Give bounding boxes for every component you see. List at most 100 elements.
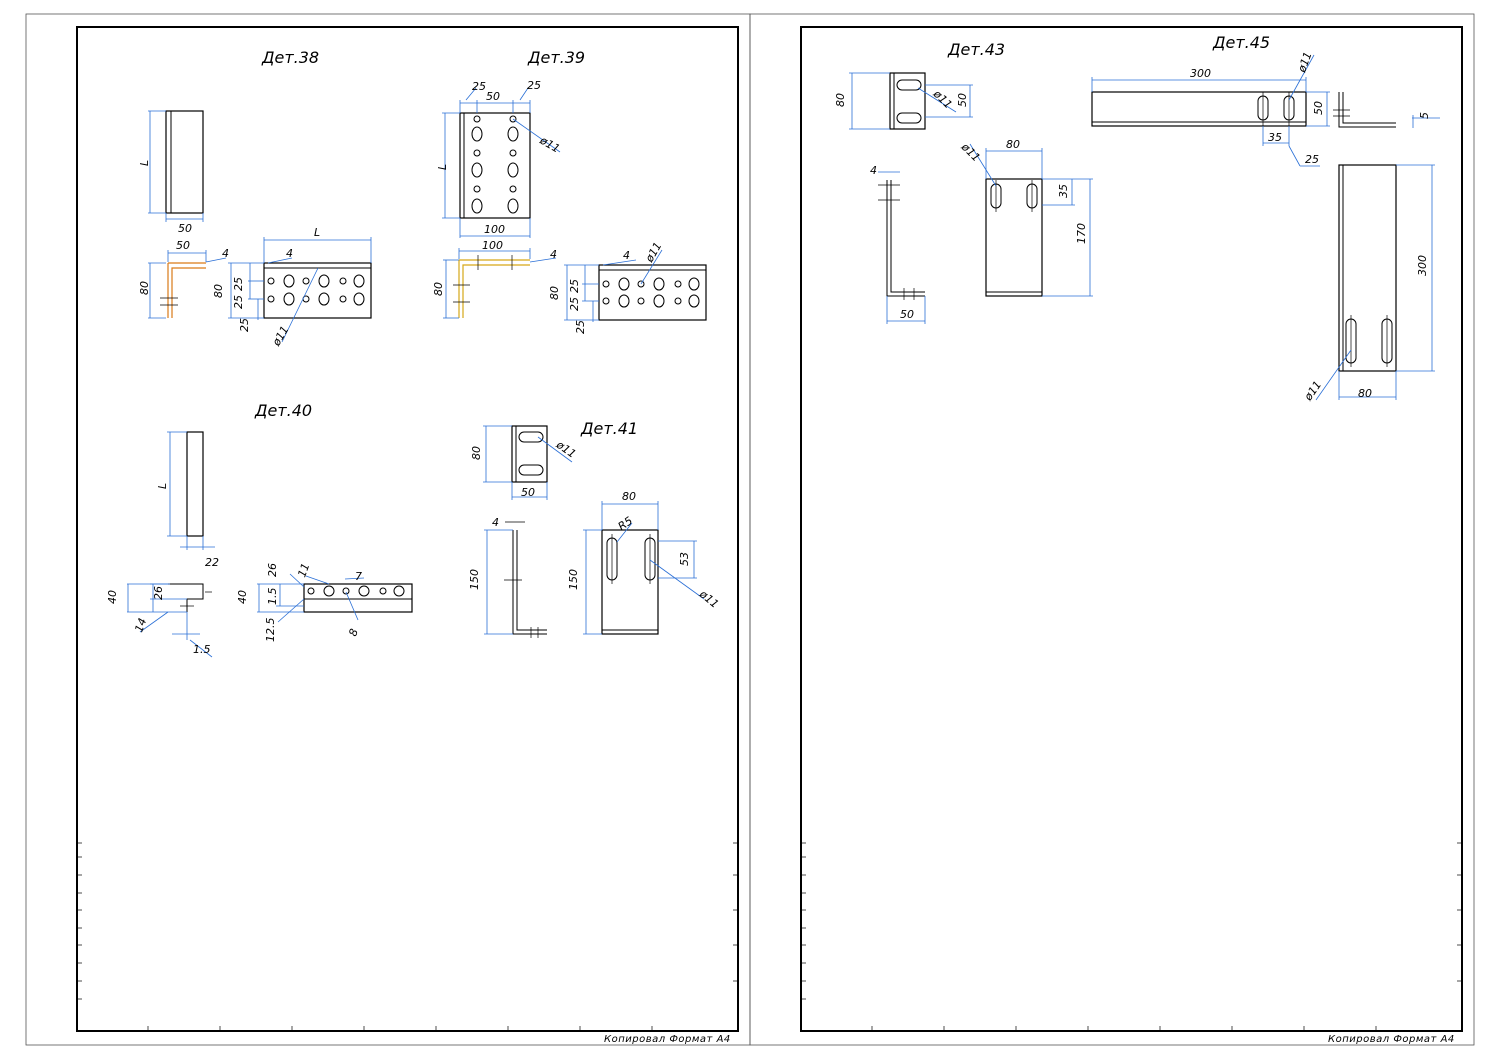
part-38-holes xyxy=(267,274,365,306)
part-43-dim-slot-length: 35 xyxy=(1057,184,1070,198)
part-40-strip-holes xyxy=(307,585,405,597)
part-45-dim-thickness: 5 xyxy=(1418,112,1431,119)
part-43-dim-top-height: 80 xyxy=(834,93,847,107)
part-38-dim-pitch-1: 25 xyxy=(232,277,245,291)
part-38-dim-strip-thickness: 4 xyxy=(286,247,293,260)
part-38-dim-thickness: 4 xyxy=(222,247,229,260)
part-39-dim-hole: ø11 xyxy=(537,133,562,155)
part-38-title: Дет.38 xyxy=(261,48,319,67)
part-45: Дет.45 300 ø11 50 35 25 5 xyxy=(1091,33,1440,404)
part-40-dim-flange: 26 xyxy=(152,586,165,600)
part-39: Дет.39 25 50 25 ø11 xyxy=(432,48,707,334)
part-39-strip-holes xyxy=(602,277,700,308)
part-43-dim-top-hole: ø11 xyxy=(930,87,955,112)
part-40-strip-view xyxy=(303,583,413,613)
part-39-dim-strip-thickness: 4 xyxy=(623,249,630,262)
sheet-2: Копировал Формат А4 Дет.43 80 ø11 50 xyxy=(749,13,1475,1046)
part-39-dim-strip-height: 80 xyxy=(548,286,561,300)
part-39-dim-pitch: 50 xyxy=(486,90,500,103)
sheet-1-stamp: Копировал Формат А4 xyxy=(604,1034,731,1045)
part-41-profile xyxy=(512,530,547,635)
part-41-dim-front-height: 150 xyxy=(567,569,580,590)
part-45-dim-slot-pitch: 35 xyxy=(1268,131,1282,144)
part-38-front-view xyxy=(165,110,204,214)
part-39-strip-view xyxy=(598,264,707,321)
part-45-title: Дет.45 xyxy=(1212,33,1270,52)
part-45-top-view xyxy=(1091,91,1307,127)
part-41-dim-top-height: 80 xyxy=(470,446,483,460)
part-40-dim-length: L xyxy=(156,483,169,489)
sheet-1-inner-frame xyxy=(76,26,739,1032)
part-45-dim-hole: ø11 xyxy=(1301,378,1324,403)
part-39-dim-pitch-1: 25 xyxy=(568,279,581,293)
part-43-profile xyxy=(886,180,925,297)
part-45-dim-length: 300 xyxy=(1190,67,1211,80)
part-41: Дет.41 80 ø11 50 4 150 xyxy=(468,419,721,638)
part-40-dim-hole-small: 7 xyxy=(355,570,362,583)
part-41-dim-slot-length: 53 xyxy=(678,552,691,566)
sheet-2-inner-frame xyxy=(800,26,1463,1032)
part-41-dim-height: 150 xyxy=(468,569,481,590)
part-43-dim-hole: ø11 xyxy=(958,140,983,165)
part-40-dim-strip-flange: 26 xyxy=(266,563,279,577)
part-41-dim-top-width: 50 xyxy=(521,486,535,499)
part-43-dim-width: 80 xyxy=(1006,138,1020,151)
part-41-dim-slot-width: ø11 xyxy=(696,587,721,611)
part-38-dim-pitch-2: 25 xyxy=(232,295,245,309)
part-43-dim-flange: 50 xyxy=(900,308,914,321)
part-38-dim-strip-height: 80 xyxy=(212,284,225,298)
sheet-2-stamp: Копировал Формат А4 xyxy=(1328,1034,1455,1045)
part-40-dim-thickness: 1.5 xyxy=(193,643,211,656)
sheet-2-margin-ticks xyxy=(801,842,1462,1031)
part-45-dim-width: 80 xyxy=(1358,387,1372,400)
sheet-2-outer-border xyxy=(749,13,1475,1046)
part-40-dim-strip-thickness: 1.5 xyxy=(266,588,279,606)
part-41-title: Дет.41 xyxy=(580,419,638,438)
part-38: Дет.38 L 50 50 4 80 xyxy=(138,48,372,349)
part-38-dim-strip-length: L xyxy=(314,226,320,239)
part-41-top-slots xyxy=(518,431,544,476)
part-40-dim-lip: 14 xyxy=(132,616,149,634)
part-38-profile xyxy=(167,262,206,318)
part-41-dim-width: 80 xyxy=(622,490,636,503)
part-38-dim-pitch-3: 25 xyxy=(238,318,251,332)
part-40-profile xyxy=(168,583,204,612)
part-38-dim-flange: 50 xyxy=(176,239,190,252)
sheet-1: Копировал Формат А4 Дет.38 L 50 50 4 80 xyxy=(25,13,751,1046)
sheet-1-margin-ticks xyxy=(77,842,738,1031)
part-38-dim-height: 80 xyxy=(138,281,151,295)
part-38-dim-width: 50 xyxy=(178,222,192,235)
part-38-strip-view xyxy=(263,262,372,319)
part-43-top-slots xyxy=(896,79,922,124)
part-43-title: Дет.43 xyxy=(947,40,1005,59)
part-38-dim-hole: ø11 xyxy=(269,324,291,349)
part-43-dim-height: 170 xyxy=(1075,223,1088,244)
part-43-dim-slot-pitch: 50 xyxy=(956,93,969,107)
part-40-front-view xyxy=(186,431,204,537)
part-39-dim-strip-hole: ø11 xyxy=(642,240,664,265)
part-40-title: Дет.40 xyxy=(254,401,312,420)
part-40-dim-height: 40 xyxy=(106,590,119,604)
part-40-dim-offset: 12.5 xyxy=(264,618,277,643)
part-41-dim-thickness: 4 xyxy=(492,516,499,529)
part-39-dim-pitch-2: 25 xyxy=(568,297,581,311)
part-39-dim-length: L xyxy=(436,164,449,170)
part-40-dim-hole-dia: 8 xyxy=(346,627,361,638)
part-43: Дет.43 80 ø11 50 4 50 xyxy=(834,40,1093,324)
part-39-dim-pitch-3: 25 xyxy=(574,320,587,334)
part-39-dim-edge-right: 25 xyxy=(527,79,541,92)
part-39-front-view xyxy=(459,112,531,219)
part-43-dim-thickness: 4 xyxy=(870,164,877,177)
part-40: Дет.40 L 22 40 26 14 1.5 xyxy=(106,401,413,658)
part-39-title: Дет.39 xyxy=(527,48,585,67)
part-45-profile xyxy=(1338,92,1396,128)
part-39-dim-flange: 100 xyxy=(482,239,503,252)
part-39-dim-height: 80 xyxy=(432,282,445,296)
part-38-dim-length: L xyxy=(138,160,151,166)
part-45-dim-slot-offset: 25 xyxy=(1305,153,1319,166)
part-39-profile xyxy=(458,259,530,318)
part-39-dim-thickness: 4 xyxy=(550,248,557,261)
part-39-dim-edge-left: 25 xyxy=(472,80,486,93)
part-40-dim-hole-pitch: 11 xyxy=(295,561,312,579)
